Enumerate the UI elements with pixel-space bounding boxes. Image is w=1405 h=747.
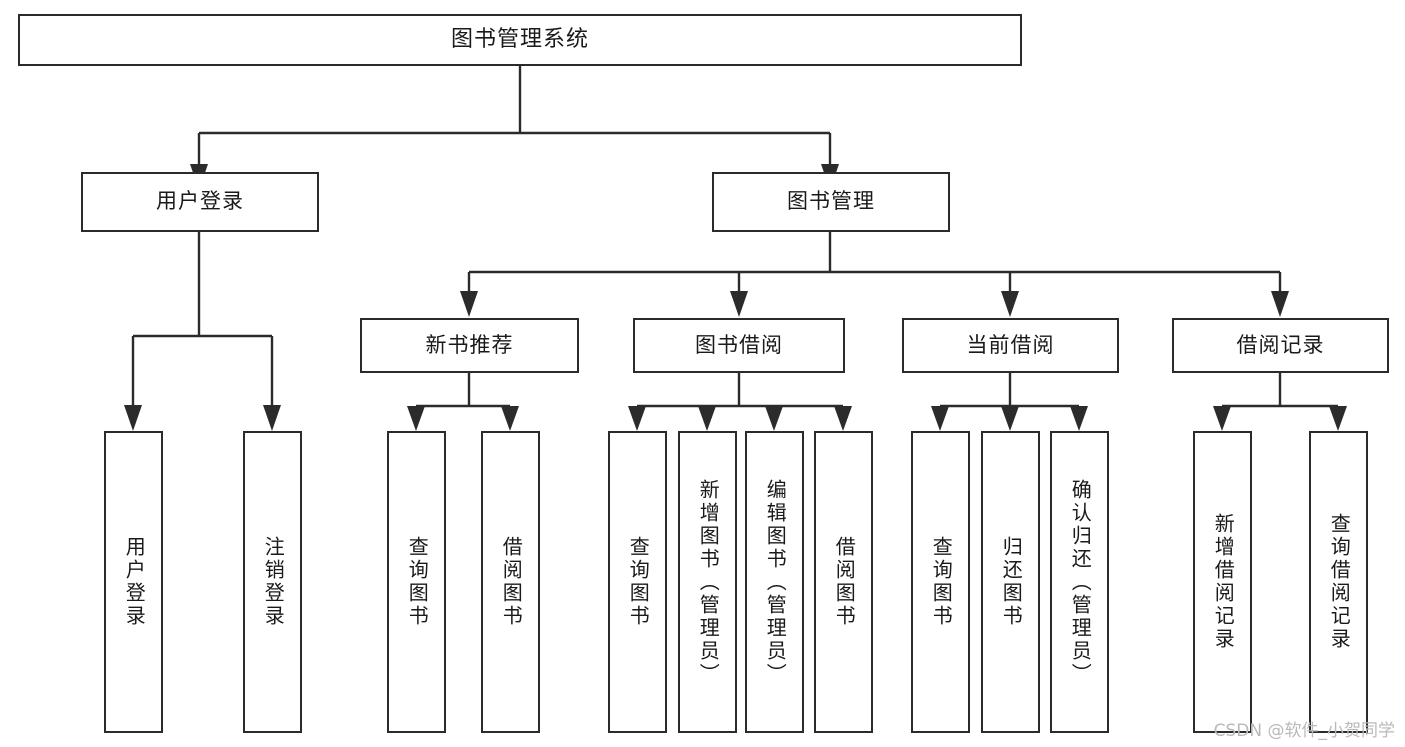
node-label: 图书管理 — [787, 189, 875, 214]
watermark: CSDN @软件_小贺同学 — [1213, 721, 1395, 741]
leaf-return-book[interactable]: 归还图书 — [981, 431, 1040, 733]
node-label: 图书借阅 — [695, 332, 783, 357]
leaf-edit-book-admin[interactable]: 编辑图书（管理员） — [745, 431, 804, 733]
leaf-label: 借阅图书 — [832, 536, 857, 628]
leaf-user-login[interactable]: 用户登录 — [104, 431, 163, 733]
leaf-label: 查询借阅记录 — [1327, 513, 1352, 651]
leaf-query-book-borrow[interactable]: 查询图书 — [608, 431, 667, 733]
leaf-query-book-current[interactable]: 查询图书 — [911, 431, 970, 733]
node-user-login[interactable]: 用户登录 — [81, 172, 319, 232]
node-borrow-record[interactable]: 借阅记录 — [1172, 318, 1389, 373]
leaf-label: 确认归还（管理员） — [1068, 478, 1093, 686]
node-root[interactable]: 图书管理系统 — [18, 14, 1022, 66]
leaf-label: 用户登录 — [122, 536, 147, 628]
leaf-add-book-admin[interactable]: 新增图书（管理员） — [678, 431, 737, 733]
leaf-label: 查询图书 — [626, 536, 651, 628]
leaf-label: 编辑图书（管理员） — [763, 478, 788, 686]
node-label: 新书推荐 — [425, 332, 514, 357]
leaf-label: 查询图书 — [405, 536, 430, 628]
node-book-management[interactable]: 图书管理 — [712, 172, 950, 232]
leaf-query-borrow-record[interactable]: 查询借阅记录 — [1309, 431, 1368, 733]
leaf-label: 新增借阅记录 — [1211, 513, 1236, 651]
node-book-borrow[interactable]: 图书借阅 — [633, 318, 845, 373]
node-label: 借阅记录 — [1236, 332, 1325, 357]
leaf-label: 借阅图书 — [499, 536, 524, 628]
leaf-add-borrow-record[interactable]: 新增借阅记录 — [1193, 431, 1252, 733]
node-label: 当前借阅 — [966, 332, 1055, 357]
leaf-label: 查询图书 — [929, 536, 954, 628]
leaf-borrow-book[interactable]: 借阅图书 — [814, 431, 873, 733]
node-label: 用户登录 — [156, 189, 244, 214]
leaf-borrow-book-recommend[interactable]: 借阅图书 — [481, 431, 540, 733]
node-current-borrow[interactable]: 当前借阅 — [902, 318, 1119, 373]
leaf-label: 新增图书（管理员） — [696, 478, 721, 686]
leaf-query-book-recommend[interactable]: 查询图书 — [387, 431, 446, 733]
leaf-logout[interactable]: 注销登录 — [243, 431, 302, 733]
leaf-label: 注销登录 — [261, 536, 286, 628]
node-root-label: 图书管理系统 — [450, 26, 589, 52]
leaf-confirm-return-admin[interactable]: 确认归还（管理员） — [1050, 431, 1109, 733]
leaf-label: 归还图书 — [999, 536, 1024, 628]
node-new-book-recommend[interactable]: 新书推荐 — [360, 318, 579, 373]
